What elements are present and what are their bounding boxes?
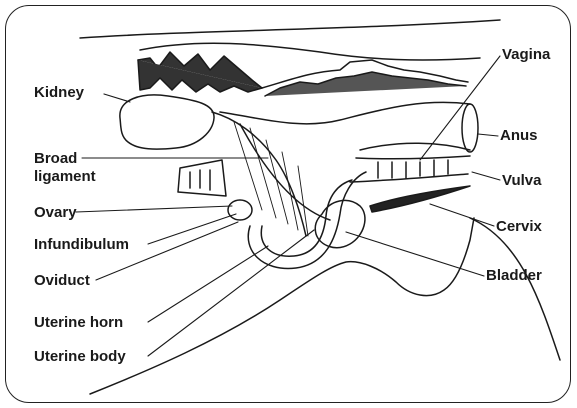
pointer-infundibulum: [148, 214, 236, 244]
label-infundibulum: Infundibulum: [34, 236, 129, 254]
label-uterine-body: Uterine body: [34, 348, 126, 366]
label-bladder: Bladder: [486, 267, 542, 285]
label-cervix: Cervix: [496, 218, 542, 236]
label-oviduct: Oviduct: [34, 272, 90, 290]
pointer-vagina: [420, 56, 500, 160]
kidney-shape: [120, 95, 214, 149]
spine: [138, 43, 480, 96]
pointer-kidney: [104, 94, 130, 102]
back-line: [80, 20, 500, 38]
pointer-ovary: [76, 206, 232, 212]
label-broad-ligament: Broad ligament: [34, 150, 96, 186]
pointer-vulva: [472, 172, 500, 180]
label-anus: Anus: [500, 127, 538, 145]
label-vulva: Vulva: [502, 172, 541, 190]
label-kidney: Kidney: [34, 84, 84, 102]
label-ovary: Ovary: [34, 204, 77, 222]
pointer-bladder: [346, 232, 484, 276]
pointer-cervix: [430, 204, 494, 226]
label-vagina: Vagina: [502, 46, 550, 64]
label-uterine-horn: Uterine horn: [34, 314, 123, 332]
pointer-anus: [478, 134, 498, 136]
